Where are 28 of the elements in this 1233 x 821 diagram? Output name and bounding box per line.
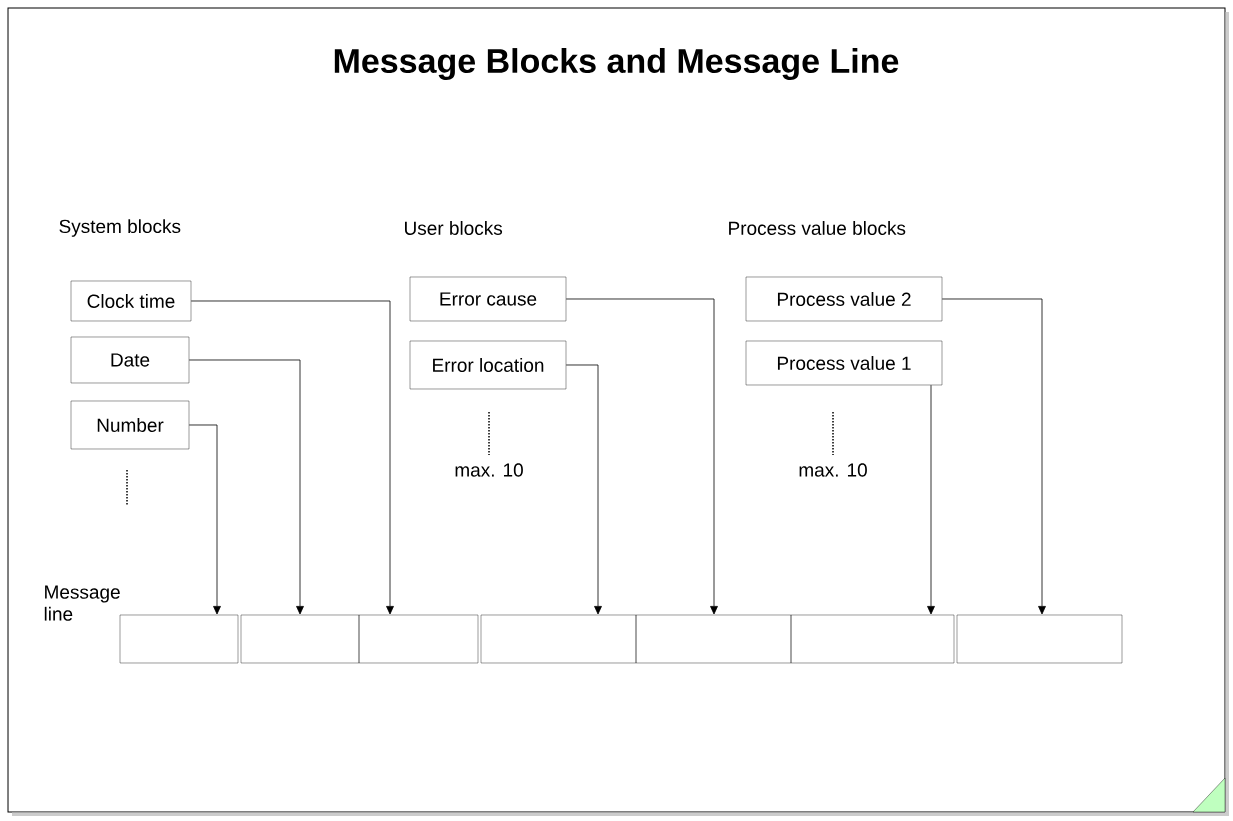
block-box: Process value 2 [745,276,943,322]
arrow [190,300,394,615]
message-field [480,614,637,664]
block-box: Process value 1 [745,340,943,386]
arrow [565,364,602,615]
title: Message Blocks and Message Line [334,48,899,80]
arrow [941,298,1046,615]
message-field [358,614,479,664]
text-label: System blocks [59,219,181,237]
block-box: Clock time [70,280,192,322]
arrow [565,298,718,615]
message-field [790,614,955,664]
block-box: Error cause [409,276,567,322]
message-field [240,614,360,664]
block-box: Number [70,400,190,450]
message-field [635,614,792,664]
text-label: Message line [44,585,120,621]
text-label: max. 10 [799,463,867,477]
text-label: Process value blocks [729,221,906,235]
message-field [956,614,1123,664]
arrow [188,359,304,615]
block-box: Date [70,336,190,384]
arrow [927,384,935,615]
block-box: Error location [409,340,567,390]
message-field [119,614,239,664]
text-label: User blocks [405,221,503,235]
text-label: max. 10 [455,463,523,477]
arrow [188,424,221,615]
